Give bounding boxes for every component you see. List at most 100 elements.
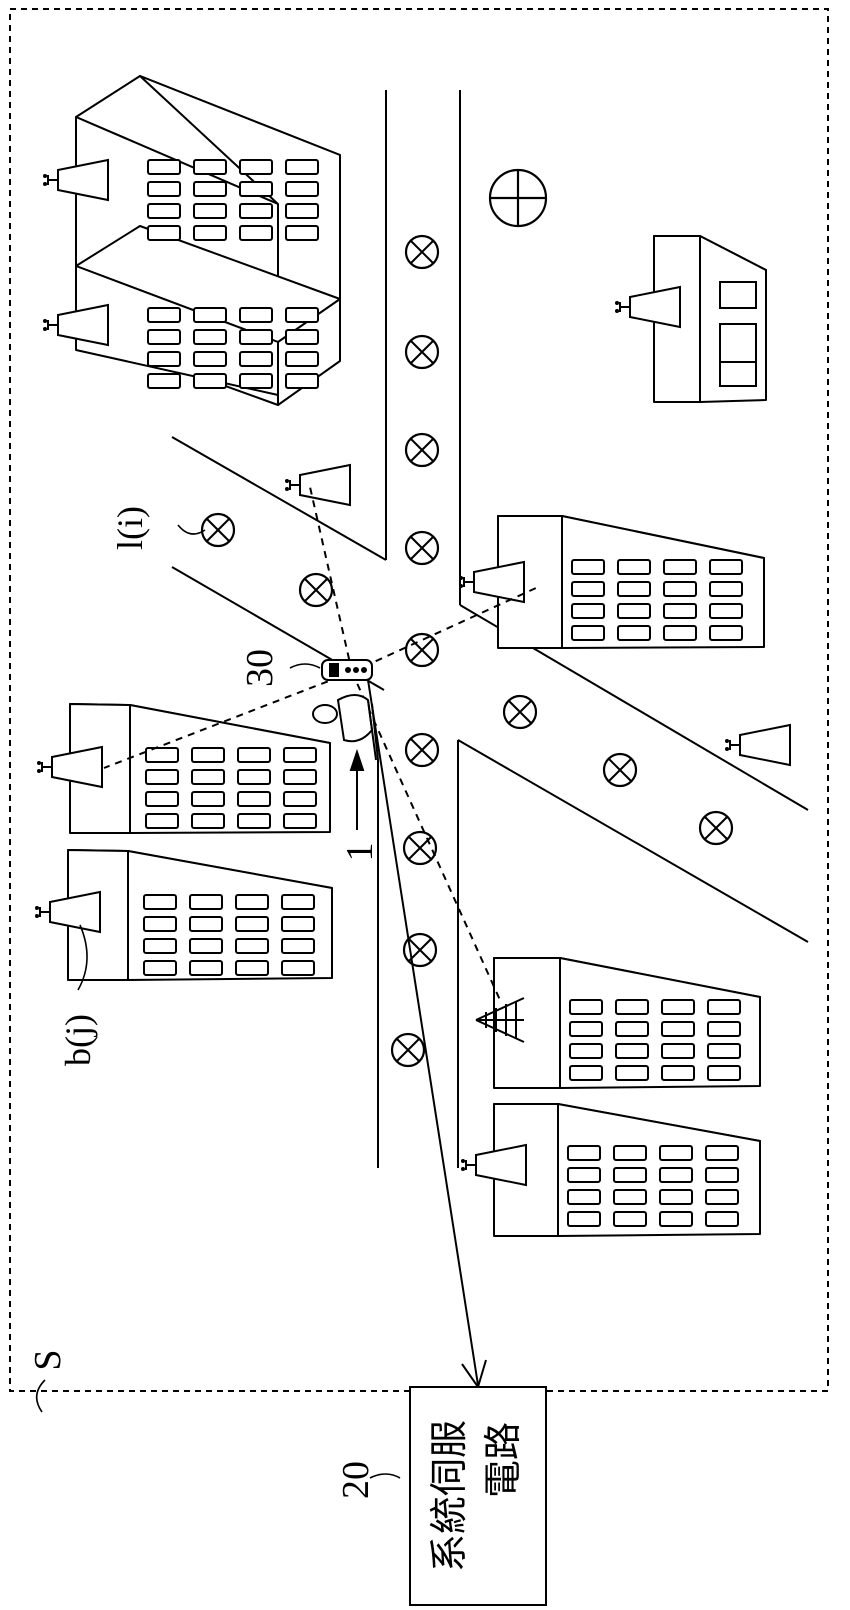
window [281,960,315,976]
window [707,999,741,1015]
lamp-icon [404,234,440,270]
lamp-label: l(i) [110,506,150,550]
access-point-icon [42,304,109,346]
access-point-icon [42,159,109,201]
mobile-device-icon [321,659,373,681]
building-windows [143,159,757,1227]
access-point-icon [36,746,103,788]
window [239,307,273,323]
window [143,960,177,976]
window [147,351,181,367]
window [237,769,271,785]
window [661,1065,695,1081]
access-point-icon [614,286,681,328]
window [571,625,605,641]
window [147,373,181,389]
lamp-icon [390,1032,426,1068]
window [615,1043,649,1059]
window [567,1189,601,1205]
window [281,894,315,910]
window [145,769,179,785]
window [567,1211,601,1227]
window [193,307,227,323]
window [193,203,227,219]
server-box-line2: 電路 [481,1422,525,1498]
window [193,373,227,389]
lamp-icon [404,632,440,668]
access-point-icon [284,464,351,506]
window [661,999,695,1015]
window [189,938,223,954]
window [147,159,181,175]
window [143,938,177,954]
lamp-icon [200,512,236,548]
window [239,203,273,219]
window [143,894,177,910]
window [239,351,273,367]
window [237,813,271,829]
window [705,1145,739,1161]
window [143,916,177,932]
window [285,225,319,241]
signal-lines [103,486,537,1001]
window [193,329,227,345]
movement-arrow [349,748,365,830]
window [239,329,273,345]
window [237,791,271,807]
window [235,894,269,910]
streets [171,90,809,1168]
window [659,1167,693,1183]
window [719,281,757,309]
window [191,769,225,785]
window [285,307,319,323]
window [709,603,743,619]
window [661,1043,695,1059]
window [285,203,319,219]
window [239,373,273,389]
window [569,1043,603,1059]
window [663,625,697,641]
window [235,916,269,932]
window [567,1145,601,1161]
server-ref-label: 20 [335,1461,377,1499]
window [147,225,181,241]
lamp-icon [502,694,538,730]
window [285,159,319,175]
link-to-server [367,679,487,1390]
window [569,999,603,1015]
window [613,1167,647,1183]
access-point-icon [34,891,101,933]
mobile-user [312,694,379,761]
lamp-icon [404,334,440,370]
window [617,559,651,575]
window [285,351,319,367]
window [709,559,743,575]
access-point-icon [460,1144,527,1186]
window [709,581,743,597]
window [193,351,227,367]
lamp-icon [602,752,638,788]
window [617,603,651,619]
area-label: S [27,1349,69,1370]
window [191,791,225,807]
window [193,159,227,175]
window [705,1211,739,1227]
window [239,159,273,175]
window [147,307,181,323]
window [145,747,179,763]
window [235,960,269,976]
window [569,1021,603,1037]
window [145,813,179,829]
lamp-icon [404,530,440,566]
window [281,938,315,954]
window [705,1189,739,1205]
cross-marker-icon [488,168,548,228]
window [707,1043,741,1059]
window [235,938,269,954]
window [283,769,317,785]
window [615,1065,649,1081]
server-box-line1: 系統伺服 [427,1420,471,1572]
window [719,323,757,365]
window [239,225,273,241]
window [283,791,317,807]
